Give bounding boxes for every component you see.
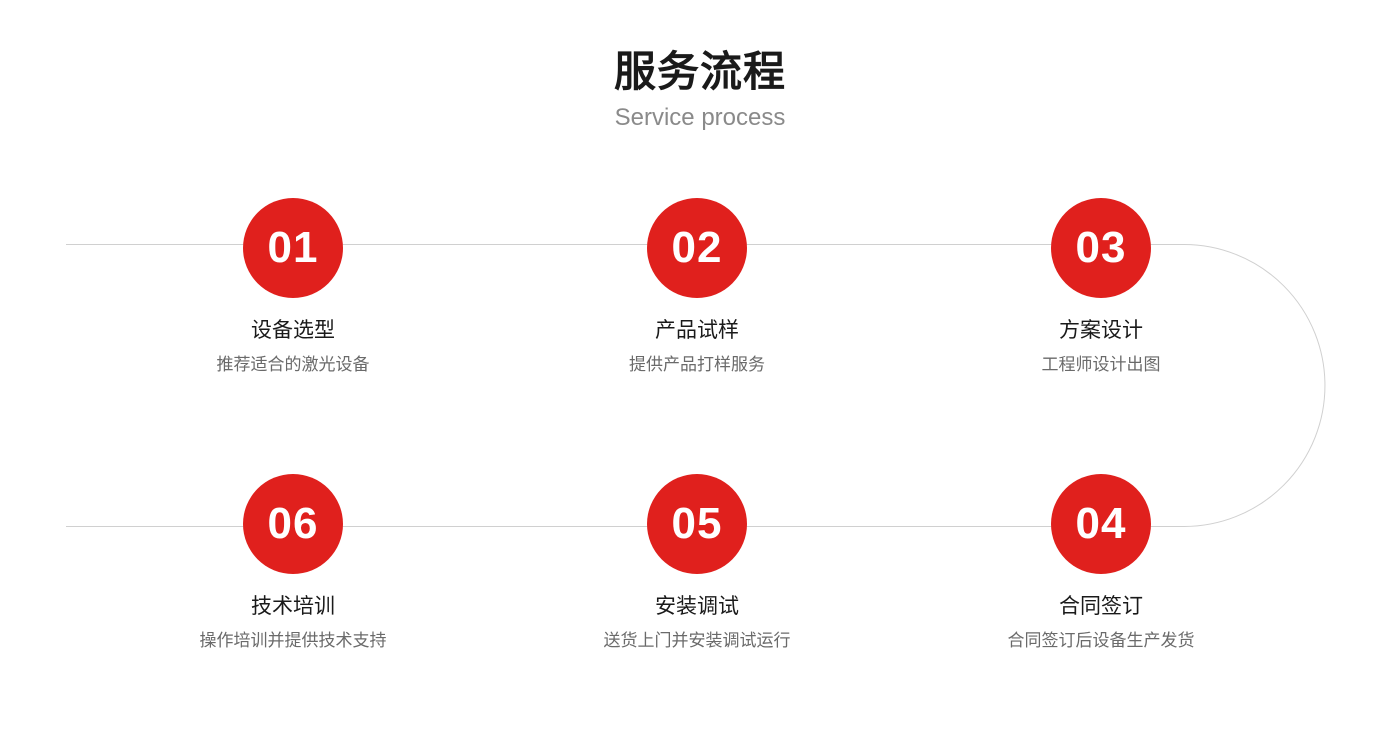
step-title: 安装调试 xyxy=(655,594,739,618)
step-description: 推荐适合的激光设备 xyxy=(216,355,370,375)
step-title: 方案设计 xyxy=(1059,318,1143,342)
step-title: 技术培训 xyxy=(251,594,335,618)
step-number-circle: 02 xyxy=(647,198,747,298)
step-02: 02 产品试样 提供产品打样服务 xyxy=(567,198,827,376)
step-description: 工程师设计出图 xyxy=(1041,355,1161,375)
step-number-circle: 05 xyxy=(647,474,747,574)
step-description: 操作培训并提供技术支持 xyxy=(199,631,387,651)
track-curve xyxy=(1183,244,1326,527)
step-01: 01 设备选型 推荐适合的激光设备 xyxy=(163,198,423,376)
page-title: 服务流程 xyxy=(613,47,786,96)
step-number-circle: 06 xyxy=(243,474,343,574)
step-05: 05 安装调试 送货上门并安装调试运行 xyxy=(567,474,827,652)
step-title: 产品试样 xyxy=(655,318,739,342)
step-number-circle: 01 xyxy=(243,198,343,298)
step-description: 送货上门并安装调试运行 xyxy=(603,631,791,651)
step-03: 03 方案设计 工程师设计出图 xyxy=(971,198,1231,376)
step-number-circle: 04 xyxy=(1051,474,1151,574)
page-subtitle: Service process xyxy=(614,104,786,131)
step-04: 04 合同签订 合同签订后设备生产发货 xyxy=(971,474,1231,652)
step-number-circle: 03 xyxy=(1051,198,1151,298)
step-description: 提供产品打样服务 xyxy=(629,355,765,375)
step-title: 合同签订 xyxy=(1059,594,1143,618)
step-title: 设备选型 xyxy=(251,318,335,342)
step-description: 合同签订后设备生产发货 xyxy=(1007,631,1195,651)
step-06: 06 技术培训 操作培训并提供技术支持 xyxy=(163,474,423,652)
